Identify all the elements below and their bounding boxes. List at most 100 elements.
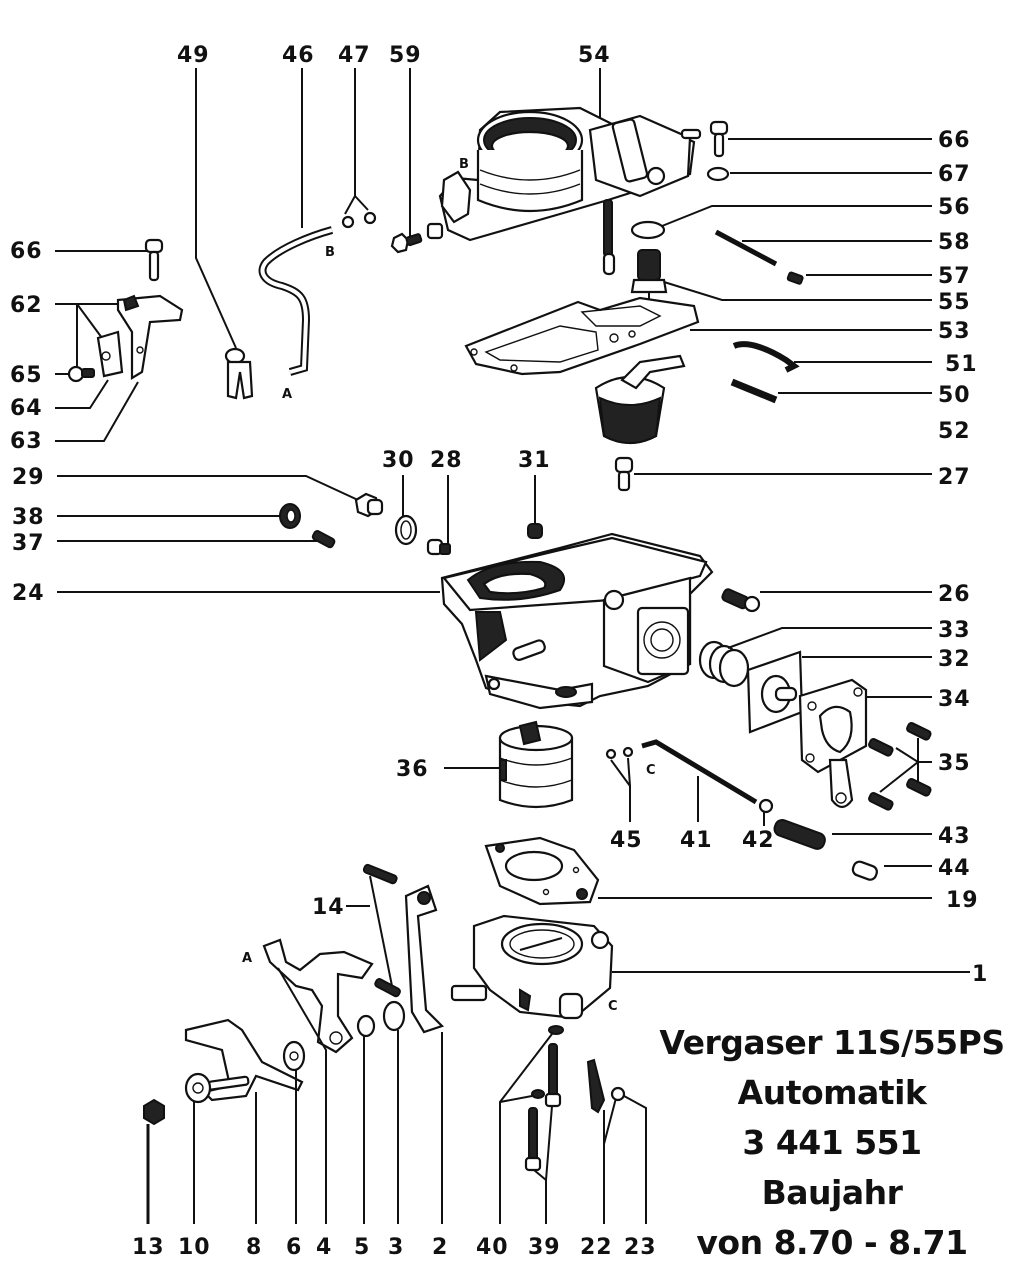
callout-31: 31 (518, 448, 551, 473)
callout-13: 13 (132, 1235, 165, 1260)
marker-c-mid: C (646, 763, 656, 778)
clips-47 (341, 211, 377, 229)
leader-45 (610, 759, 631, 822)
title-line-date-range: von 8.70 - 8.71 (696, 1223, 968, 1262)
callout-57: 57 (938, 264, 971, 289)
callout-14: 14 (312, 895, 345, 920)
pump-cover-34 (798, 678, 868, 809)
callout-28: 28 (430, 448, 463, 473)
lever-51 (732, 341, 800, 373)
float-52 (594, 354, 686, 445)
leader-40-b (499, 1095, 533, 1103)
diaphragm-32 (746, 650, 804, 734)
choke-linkage-group: 49 46 B A 47 59 (177, 43, 423, 402)
leader-4 (277, 967, 327, 1224)
bushing-5 (356, 1014, 376, 1038)
leader-64 (55, 379, 109, 409)
clip-49 (224, 347, 254, 400)
title-line-part-number: 3 441 551 (742, 1123, 922, 1162)
callout-56: 56 (938, 195, 971, 220)
lever-8 (184, 1018, 304, 1102)
marker-b-body: B (459, 157, 469, 172)
washer-40-upper (548, 1025, 564, 1035)
callout-63: 63 (10, 429, 43, 454)
rod-41 (641, 739, 758, 805)
title-line-year-label: Baujahr (761, 1173, 903, 1212)
callout-58: 58 (938, 230, 971, 255)
callout-33: 33 (938, 618, 971, 643)
pin-50 (730, 378, 778, 404)
callout-51: 51 (945, 352, 978, 377)
leader-40 (499, 1033, 553, 1224)
callout-8: 8 (246, 1235, 262, 1260)
leader-63 (55, 381, 139, 442)
carburetor-cover-54: 54 B (426, 43, 702, 276)
title-block: Vergaser 11S/55PS Automatik 3 441 551 Ba… (640, 1018, 1024, 1268)
leader-39 (545, 1105, 553, 1224)
callout-30: 30 (382, 448, 415, 473)
callout-37: 37 (12, 531, 45, 556)
callout-45: 45 (610, 828, 643, 853)
marker-c-bottom: C (608, 999, 618, 1014)
callout-23: 23 (624, 1235, 657, 1260)
nut-13 (143, 1098, 165, 1126)
callout-66-left: 66 (10, 239, 43, 264)
leader-35-c (879, 761, 919, 793)
spring-23 (610, 1086, 626, 1102)
callout-65: 65 (10, 363, 43, 388)
callout-66-right: 66 (938, 128, 971, 153)
screw-22 (586, 1058, 606, 1114)
washer-6 (282, 1040, 306, 1072)
throttle-body-1: 1 C (450, 914, 987, 1020)
screws-39 (524, 1043, 562, 1172)
sleeve-44 (851, 860, 878, 881)
callout-64: 64 (10, 396, 43, 421)
callout-32: 32 (938, 647, 971, 672)
spring-33 (698, 640, 750, 688)
callout-62: 62 (10, 293, 43, 318)
washer-3 (382, 1000, 406, 1032)
jet-27 (614, 456, 634, 492)
jet-28 (426, 538, 451, 556)
callout-47: 47 (338, 43, 371, 68)
leader-55 (663, 281, 932, 301)
lever-4 (262, 938, 374, 1054)
callout-42: 42 (742, 828, 775, 853)
callout-26: 26 (938, 582, 971, 607)
washer-10 (184, 1072, 212, 1104)
marker-a-bottom: A (242, 951, 252, 966)
callout-29: 29 (12, 465, 45, 490)
pin-14-lower (374, 978, 401, 998)
leader-39-b (533, 1169, 547, 1181)
callout-49: 49 (177, 43, 210, 68)
washer-67 (706, 166, 730, 182)
callout-36: 36 (396, 757, 429, 782)
lower-middle-group: 36 45 C 41 42 43 44 (396, 720, 978, 913)
callout-55: 55 (938, 290, 971, 315)
callout-44: 44 (938, 856, 971, 881)
spring-43 (773, 818, 826, 850)
screw-66-left (144, 238, 164, 282)
leader-35-b (895, 747, 932, 763)
callout-50: 50 (938, 383, 971, 408)
clips-45 (605, 746, 634, 760)
insulator-flange-19 (484, 836, 600, 906)
jet-31 (527, 523, 543, 539)
leader-23 (623, 1095, 647, 1224)
ring-56 (630, 220, 666, 240)
leader-29 (57, 475, 359, 501)
callout-52: 52 (938, 419, 971, 444)
callout-6: 6 (286, 1235, 302, 1260)
callout-10: 10 (178, 1235, 211, 1260)
callout-53: 53 (938, 319, 971, 344)
callout-54: 54 (578, 43, 611, 68)
callout-24: 24 (12, 581, 45, 606)
callout-34: 34 (938, 687, 971, 712)
title-line-variant: Automatik (737, 1073, 927, 1112)
bottom-fasteners: 40 39 22 23 (476, 1025, 657, 1260)
sleeve-36 (498, 720, 574, 809)
screw-37 (311, 530, 336, 549)
pin-14-upper (362, 863, 398, 885)
callout-67: 67 (938, 162, 971, 187)
title-line-model: Vergaser 11S/55PS (659, 1023, 1005, 1062)
